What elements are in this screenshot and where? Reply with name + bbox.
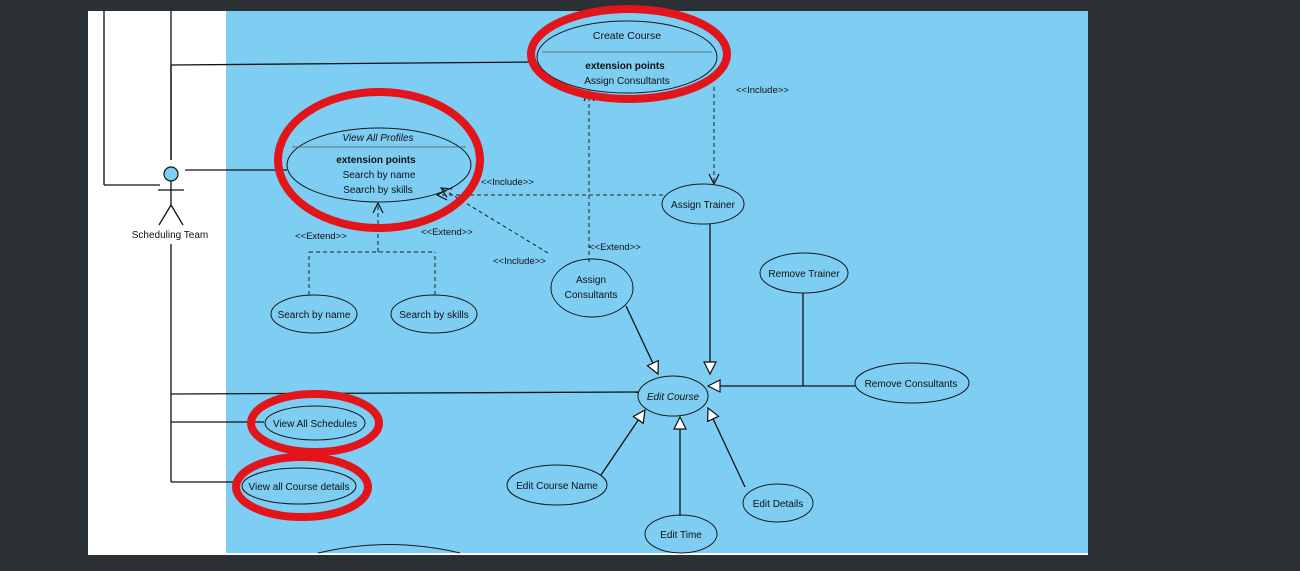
actor-label: Scheduling Team	[132, 230, 209, 241]
remove-trainer-label: Remove Trainer	[768, 269, 840, 280]
diagram-area	[226, 11, 1088, 554]
view-profiles-ext-name: Search by name	[343, 170, 416, 181]
view-profiles-title: View All Profiles	[342, 133, 413, 144]
use-case-edit-course[interactable]: Edit Course	[637, 375, 709, 417]
diagram-bottom-edge	[88, 553, 1088, 555]
create-course-ext-title: extension points	[585, 61, 665, 72]
assign-consultants-line1: Assign	[576, 275, 606, 286]
use-case-view-course-details[interactable]: View all Course details	[241, 467, 357, 505]
highlight-view-all-schedules	[247, 390, 383, 456]
include-label-top: <<Include>>	[736, 85, 789, 96]
generalization-lines	[600, 224, 855, 516]
extend-label-right: <<Extend>>	[421, 227, 473, 238]
use-case-edit-details[interactable]: Edit Details	[742, 483, 814, 523]
use-case-edit-time[interactable]: Edit Time	[644, 514, 718, 554]
stick-figure-icon	[158, 166, 184, 226]
actor-scheduling-team[interactable]: Scheduling Team	[132, 166, 209, 241]
include-label-profiles: <<Include>>	[481, 177, 534, 188]
actor-associations	[170, 61, 640, 483]
view-profiles-ext-skills: Search by skills	[343, 185, 412, 196]
highlight-annotations	[232, 5, 731, 521]
edit-course-label: Edit Course	[647, 392, 700, 403]
highlight-create-course	[527, 5, 731, 103]
use-case-create-course[interactable]: Create Course extension points Assign Co…	[536, 20, 718, 94]
assign-consultants-line2: Consultants	[565, 290, 618, 301]
use-case-edit-course-name[interactable]: Edit Course Name	[506, 464, 608, 506]
create-course-title: Create Course	[593, 30, 661, 42]
view-schedules-label: View All Schedules	[273, 419, 357, 430]
extend-label-left: <<Extend>>	[295, 231, 347, 242]
use-case-view-all-schedules[interactable]: View All Schedules	[264, 405, 366, 441]
use-case-search-by-name[interactable]: Search by name	[270, 294, 358, 334]
use-case-remove-trainer[interactable]: Remove Trainer	[759, 252, 849, 294]
create-course-ext-assign: Assign Consultants	[584, 76, 670, 87]
edit-details-label: Edit Details	[753, 499, 804, 510]
partial-use-case-bottom	[317, 544, 461, 554]
view-course-details-label: View all Course details	[249, 482, 350, 493]
search-by-skills-label: Search by skills	[399, 310, 468, 321]
left-panel	[88, 11, 226, 554]
extend-label-assign: <<Extend>>	[589, 242, 641, 253]
stereotype-labels: <<Include>> <<Include>> <<Include>> <<Ex…	[295, 85, 789, 267]
use-case-assign-consultants[interactable]: Assign Consultants	[550, 258, 634, 318]
search-by-name-label: Search by name	[278, 310, 351, 321]
include-label-assign: <<Include>>	[493, 256, 546, 267]
edit-time-label: Edit Time	[660, 530, 702, 541]
assign-trainer-label: Assign Trainer	[671, 200, 736, 211]
highlight-view-course-details	[232, 453, 372, 521]
highlight-view-all-profiles	[274, 88, 484, 232]
use-case-assign-trainer[interactable]: Assign Trainer	[661, 183, 745, 225]
remove-consultants-label: Remove Consultants	[865, 379, 958, 390]
use-case-remove-consultants[interactable]: Remove Consultants	[854, 362, 970, 404]
use-case-search-by-skills[interactable]: Search by skills	[390, 294, 478, 334]
view-profiles-ext-title: extension points	[336, 155, 416, 166]
edit-course-name-label: Edit Course Name	[516, 481, 598, 492]
use-case-view-all-profiles[interactable]: View All Profiles extension points Searc…	[286, 127, 472, 203]
